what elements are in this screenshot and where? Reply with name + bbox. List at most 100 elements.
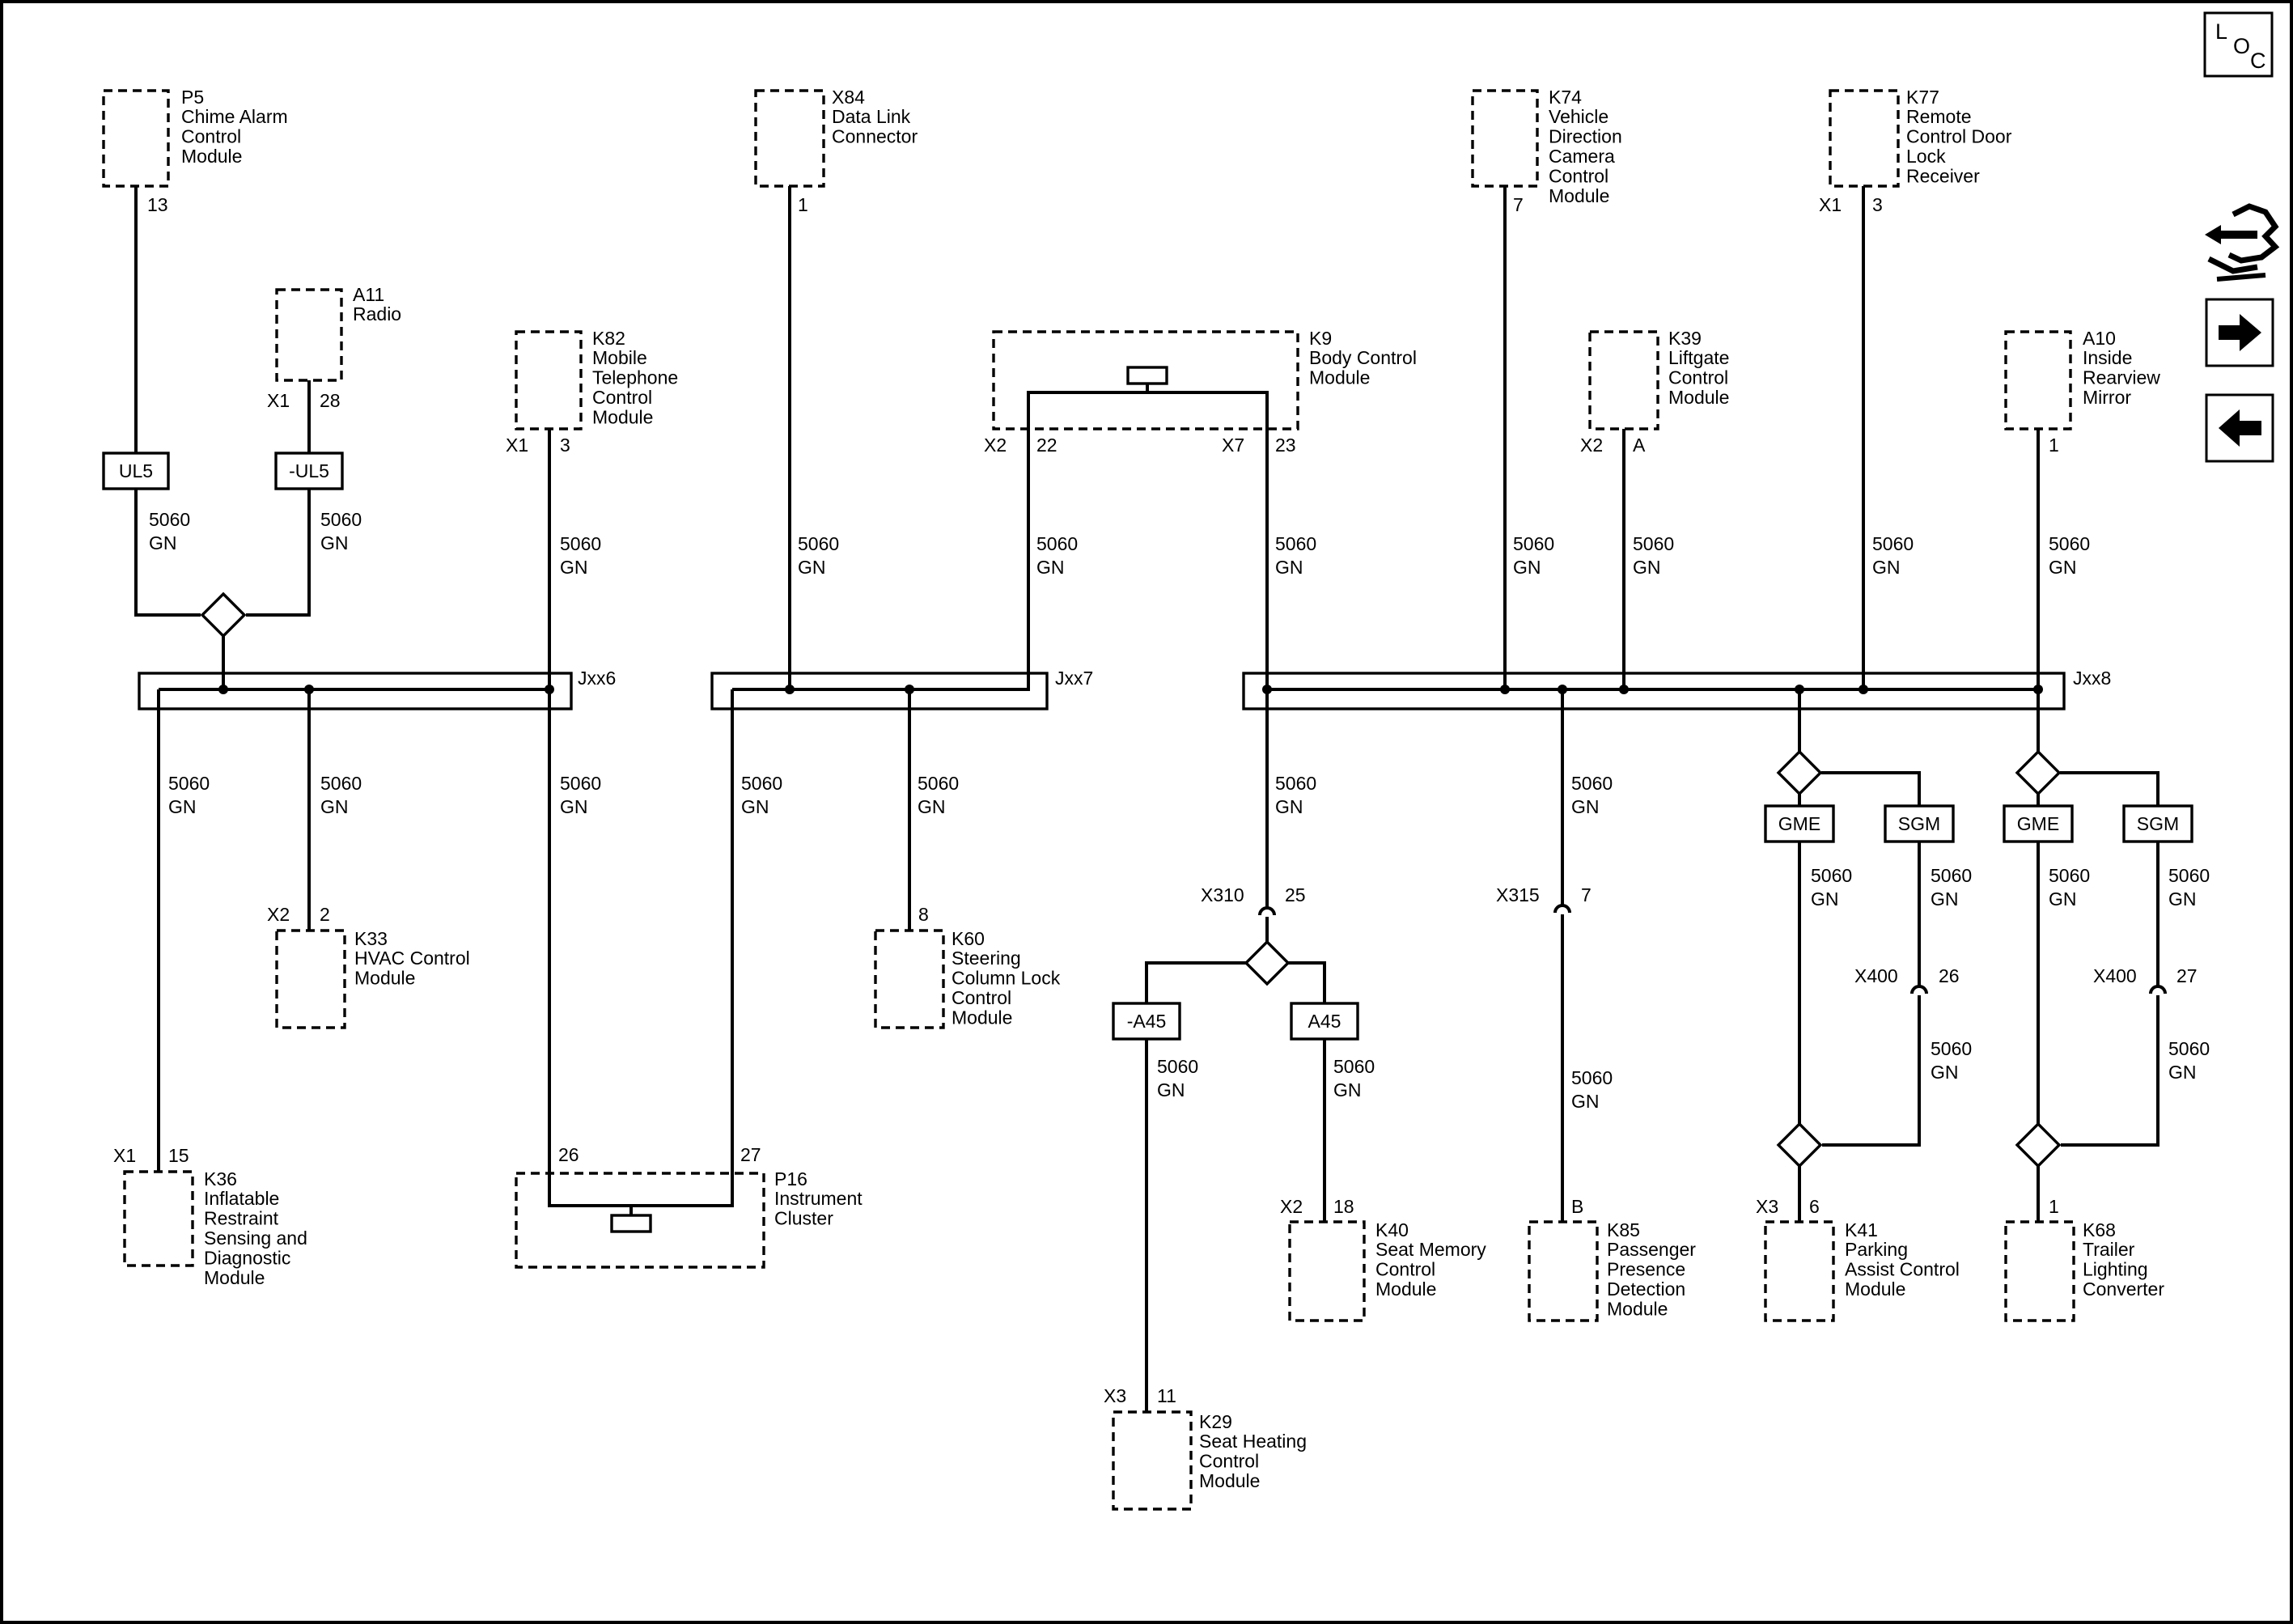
pin-label: 11: [1157, 1385, 1176, 1406]
wire-circuit-label: 5060: [1872, 533, 1914, 554]
loc-letter-c: C: [2250, 49, 2266, 73]
module-name-k39: Liftgate: [1668, 347, 1729, 368]
wire-circuit-label: 5060: [1571, 773, 1613, 794]
connector-view-icon[interactable]: [2205, 203, 2280, 282]
module-box-k85: [1528, 1220, 1599, 1322]
module-id-k77: K77: [1906, 87, 1939, 108]
module-box-k9: [992, 330, 1299, 430]
module-id-p16: P16: [774, 1168, 807, 1189]
module-box-a10: [2004, 330, 2072, 430]
module-name-k68: Trailer: [2083, 1239, 2135, 1260]
loc-button[interactable]: L O C: [2203, 11, 2274, 78]
module-id-k33: K33: [354, 928, 388, 949]
option-gme-k68: GME: [2017, 813, 2059, 834]
wire-circuit-label: 5060: [168, 773, 210, 794]
pin-label: B: [1571, 1196, 1583, 1217]
module-name-k74: Module: [1549, 185, 1609, 206]
module-id-k41: K41: [1845, 1219, 1878, 1240]
wire-color-label: GN: [2049, 557, 2077, 578]
splice-label-jxx7: Jxx7: [1055, 668, 1093, 689]
option-sgm-k68: SGM: [2137, 813, 2179, 834]
connector-label: X1: [113, 1145, 136, 1166]
wire-color-label: GN: [168, 796, 197, 817]
module-id-k9: K9: [1309, 328, 1332, 349]
wire-color-label: GN: [741, 796, 769, 817]
module-id-p5: P5: [181, 87, 204, 108]
pin-label: 26: [558, 1144, 579, 1165]
module-name-p5: Control: [181, 126, 241, 147]
module-id-a10: A10: [2083, 328, 2116, 349]
module-name-k85: Passenger: [1607, 1239, 1696, 1260]
wire-circuit-label: 5060: [2049, 533, 2090, 554]
loc-letter-o: O: [2233, 34, 2250, 58]
option-sgm-k41: SGM: [1898, 813, 1940, 834]
module-name-k74: Camera: [1549, 146, 1615, 167]
module-id-x84: X84: [832, 87, 865, 108]
wire-color-label: GN: [918, 796, 946, 817]
module-name-k77: Remote: [1906, 106, 1972, 127]
module-name-k33: HVAC Control: [354, 948, 470, 969]
connector-label: X7: [1222, 435, 1244, 456]
pin-label: 18: [1333, 1196, 1354, 1217]
connector-label: X3: [1104, 1385, 1126, 1406]
connector-label: X2: [1280, 1196, 1303, 1217]
wire-color-label: GN: [1333, 1079, 1362, 1100]
module-name-a11: Radio: [353, 303, 401, 324]
module-name-k36: Diagnostic: [204, 1248, 290, 1269]
diamond-k68-bottom: [2015, 1122, 2062, 1168]
wire-circuit-label: 5060: [1333, 1056, 1375, 1077]
module-name-k82: Module: [592, 407, 653, 428]
module-name-k60: Steering: [952, 948, 1021, 969]
module-name-a10: Mirror: [2083, 387, 2131, 408]
loc-letter-l: L: [2215, 19, 2227, 44]
module-box-k82: [515, 330, 583, 430]
module-id-k82: K82: [592, 328, 625, 349]
wire-color-label: GN: [1931, 1062, 1959, 1083]
wire-color-label: GN: [320, 532, 349, 553]
module-name-k29: Seat Heating: [1199, 1431, 1307, 1452]
diamond-k41-bottom: [1776, 1122, 1823, 1168]
wire-color-label: GN: [1811, 888, 1839, 910]
wire-color-label: GN: [1157, 1079, 1185, 1100]
module-name-k40: Seat Memory: [1375, 1239, 1486, 1260]
wire-circuit-label: 5060: [560, 533, 601, 554]
previous-page-button[interactable]: [2205, 393, 2274, 463]
pin-label: 3: [560, 435, 570, 456]
wire-circuit-label: 5060: [1275, 533, 1316, 554]
module-name-k82: Mobile: [592, 347, 647, 368]
connector-label: X1: [506, 435, 528, 456]
module-name-k68: Lighting: [2083, 1259, 2148, 1280]
pin-label: 13: [147, 194, 168, 215]
module-box-a11: [275, 288, 343, 382]
module-id-k29: K29: [1199, 1411, 1232, 1432]
inline-pin: 7: [1581, 884, 1592, 905]
pin-label: 1: [2049, 1196, 2059, 1217]
module-name-a10: Inside: [2083, 347, 2132, 368]
pin-label: 15: [168, 1145, 189, 1166]
wire-color-label: GN: [798, 557, 826, 578]
module-name-k39: Module: [1668, 387, 1729, 408]
inline-connector-x400: X400: [1854, 965, 1898, 986]
module-name-k77: Receiver: [1906, 166, 1980, 187]
module-box-k39: [1588, 330, 1659, 430]
wire-circuit-label: 5060: [1931, 1038, 1972, 1059]
module-name-p5: Module: [181, 146, 242, 167]
wire-circuit-label: 5060: [1571, 1067, 1613, 1088]
pin-label: 3: [1872, 194, 1883, 215]
module-box-p16: [515, 1172, 765, 1269]
option-not-ul5: -UL5: [289, 460, 329, 481]
wire-circuit-label: 5060: [1931, 865, 1972, 886]
wire-circuit-label: 5060: [2168, 865, 2210, 886]
diamond-a45: [1244, 939, 1291, 986]
pin-labels: 13 X1 28 X1 3 1 X2 22 X7 23 7 X2 A X1 3 …: [113, 194, 2059, 1406]
module-id-k36: K36: [204, 1168, 237, 1189]
pin-label: 1: [2049, 435, 2059, 456]
module-name-x84: Data Link: [832, 106, 911, 127]
module-box-x84: [754, 89, 825, 188]
inline-pin: 25: [1285, 884, 1306, 905]
wire-circuit-label: 5060: [2049, 865, 2090, 886]
wire-circuit-label: 5060: [320, 773, 362, 794]
next-page-button[interactable]: [2205, 298, 2274, 367]
pin-label: 2: [320, 904, 330, 925]
